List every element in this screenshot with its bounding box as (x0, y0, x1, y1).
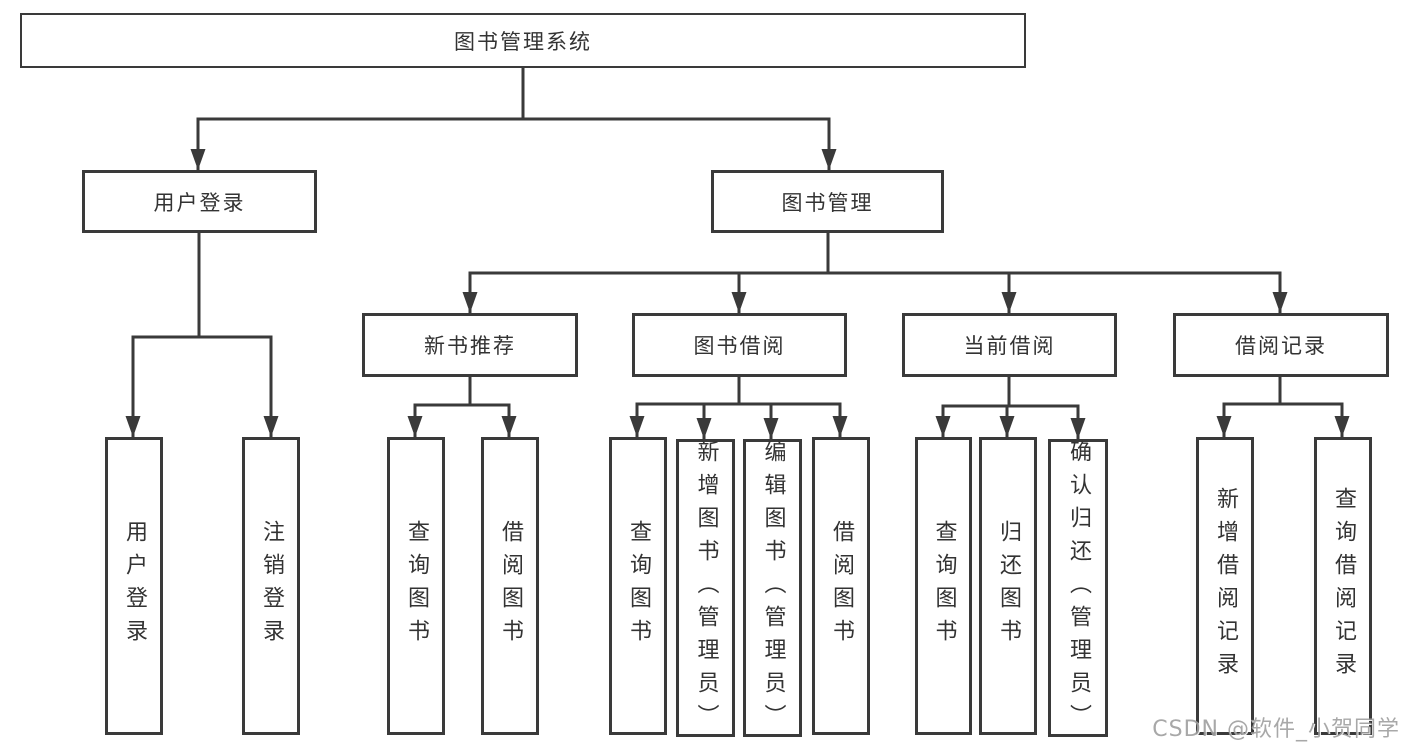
node-root-system: 图书管理系统 (20, 13, 1026, 68)
leaf-query-books-recommend: 查询图书 (387, 437, 445, 735)
leaf-borrow-books-borrowing-label: 借阅图书 (829, 520, 854, 652)
leaf-borrow-books-recommend-label: 借阅图书 (498, 520, 523, 652)
leaf-borrow-books-borrowing: 借阅图书 (812, 437, 870, 735)
leaf-query-books-current: 查询图书 (915, 437, 972, 735)
leaf-borrow-books-recommend: 借阅图书 (481, 437, 539, 735)
node-borrowing-records-label: 借阅记录 (1235, 334, 1327, 358)
leaf-query-books-recommend-label: 查询图书 (404, 520, 429, 652)
leaf-add-borrow-record: 新增借阅记录 (1196, 437, 1254, 735)
node-book-borrowing: 图书借阅 (632, 313, 847, 377)
leaf-logout: 注销登录 (242, 437, 300, 735)
node-user-login: 用户登录 (82, 170, 317, 233)
node-current-borrowing: 当前借阅 (902, 313, 1117, 377)
leaf-user-login-label: 用户登录 (122, 520, 147, 652)
leaf-logout-label: 注销登录 (259, 520, 284, 652)
leaf-query-books-borrowing: 查询图书 (609, 437, 667, 735)
leaf-add-borrow-record-label: 新增借阅记录 (1213, 487, 1238, 685)
leaf-return-book-label: 归还图书 (996, 520, 1021, 652)
leaf-query-borrow-record: 查询借阅记录 (1314, 437, 1372, 735)
node-book-management-label: 图书管理 (781, 190, 874, 215)
leaf-edit-book-admin: 编辑图书（管理员） (743, 439, 802, 737)
leaf-add-book-admin-label: 新增图书（管理员） (693, 439, 719, 737)
node-user-login-label: 用户登录 (153, 190, 246, 215)
leaf-return-book: 归还图书 (979, 437, 1037, 735)
leaf-query-books-current-label: 查询图书 (931, 520, 957, 652)
node-root-label: 图书管理系统 (454, 29, 592, 54)
leaf-query-books-borrowing-label: 查询图书 (626, 520, 651, 652)
node-new-book-recommend: 新书推荐 (362, 313, 578, 377)
leaf-confirm-return-admin-label: 确认归还（管理员） (1066, 439, 1091, 737)
node-book-management: 图书管理 (711, 170, 944, 233)
leaf-edit-book-admin-label: 编辑图书（管理员） (760, 439, 786, 737)
node-book-borrowing-label: 图书借阅 (693, 334, 786, 358)
leaf-query-borrow-record-label: 查询借阅记录 (1331, 487, 1356, 685)
csdn-watermark: CSDN @软件_小贺同学 (1152, 717, 1400, 742)
node-borrowing-records: 借阅记录 (1173, 313, 1389, 377)
node-new-book-recommend-label: 新书推荐 (424, 334, 516, 358)
leaf-add-book-admin: 新增图书（管理员） (676, 439, 735, 737)
leaf-confirm-return-admin: 确认归还（管理员） (1048, 439, 1108, 737)
leaf-user-login: 用户登录 (105, 437, 163, 735)
node-current-borrowing-label: 当前借阅 (963, 334, 1056, 358)
